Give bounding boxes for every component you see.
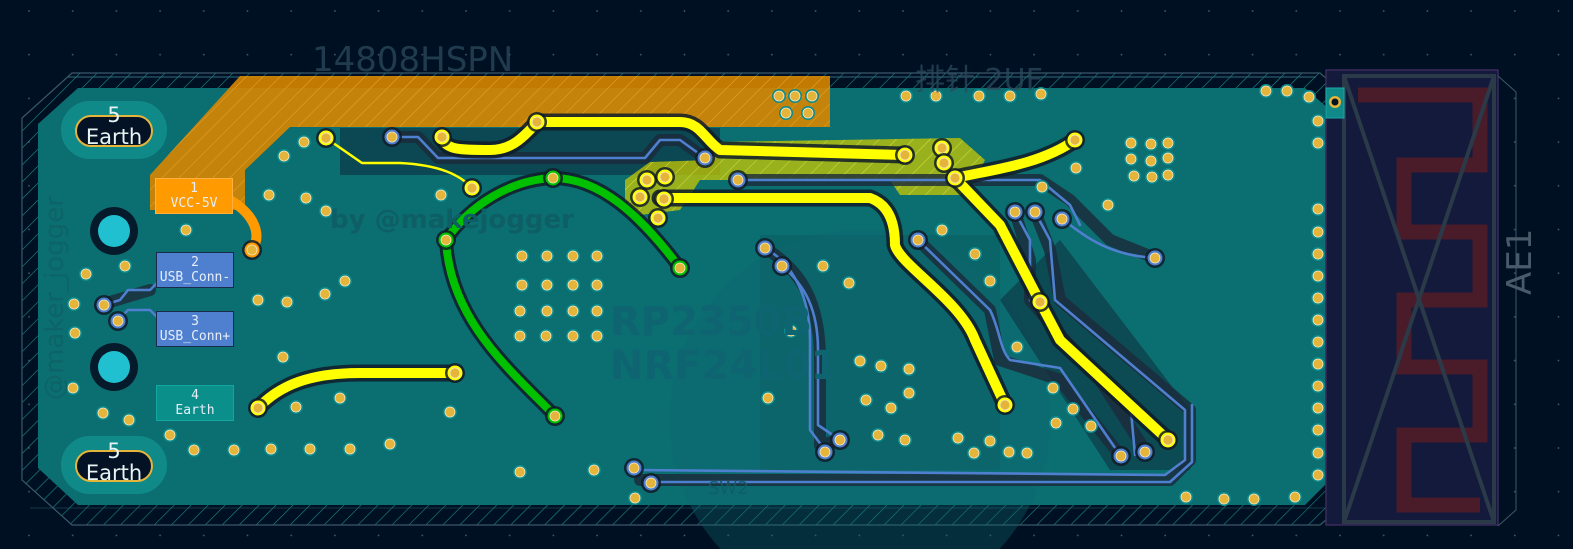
pad-1-number: 1 xyxy=(190,181,198,196)
antenna-ae1 xyxy=(1325,69,1517,527)
pad-3-number: 3 xyxy=(191,314,199,329)
pad-3-net: USB_Conn+ xyxy=(159,329,231,344)
pad-1-vcc[interactable]: 1 VCC-5V xyxy=(155,178,233,214)
pad-2-usb-conn-minus[interactable]: 2 USB_Conn- xyxy=(156,252,234,288)
usb-shield-holes xyxy=(90,207,138,391)
pad-4-earth[interactable]: 4 Earth xyxy=(156,385,234,421)
pad-3-usb-conn-plus[interactable]: 3 USB_Conn+ xyxy=(156,311,234,347)
inner-trace-green xyxy=(438,170,687,423)
pad-2-net: USB_Conn- xyxy=(159,270,231,285)
pad-4-number: 4 xyxy=(191,388,199,403)
pad-1-net: VCC-5V xyxy=(170,196,218,211)
vias xyxy=(66,84,1325,506)
f-cu-traces xyxy=(249,113,1177,449)
trace-vias xyxy=(94,112,1178,493)
mount-pad-bottom[interactable] xyxy=(59,434,169,496)
pad-2-number: 2 xyxy=(191,255,199,270)
earth-small-pad[interactable] xyxy=(1325,87,1345,119)
pad-4-net: Earth xyxy=(175,403,215,418)
mount-pad-top[interactable] xyxy=(59,99,169,161)
